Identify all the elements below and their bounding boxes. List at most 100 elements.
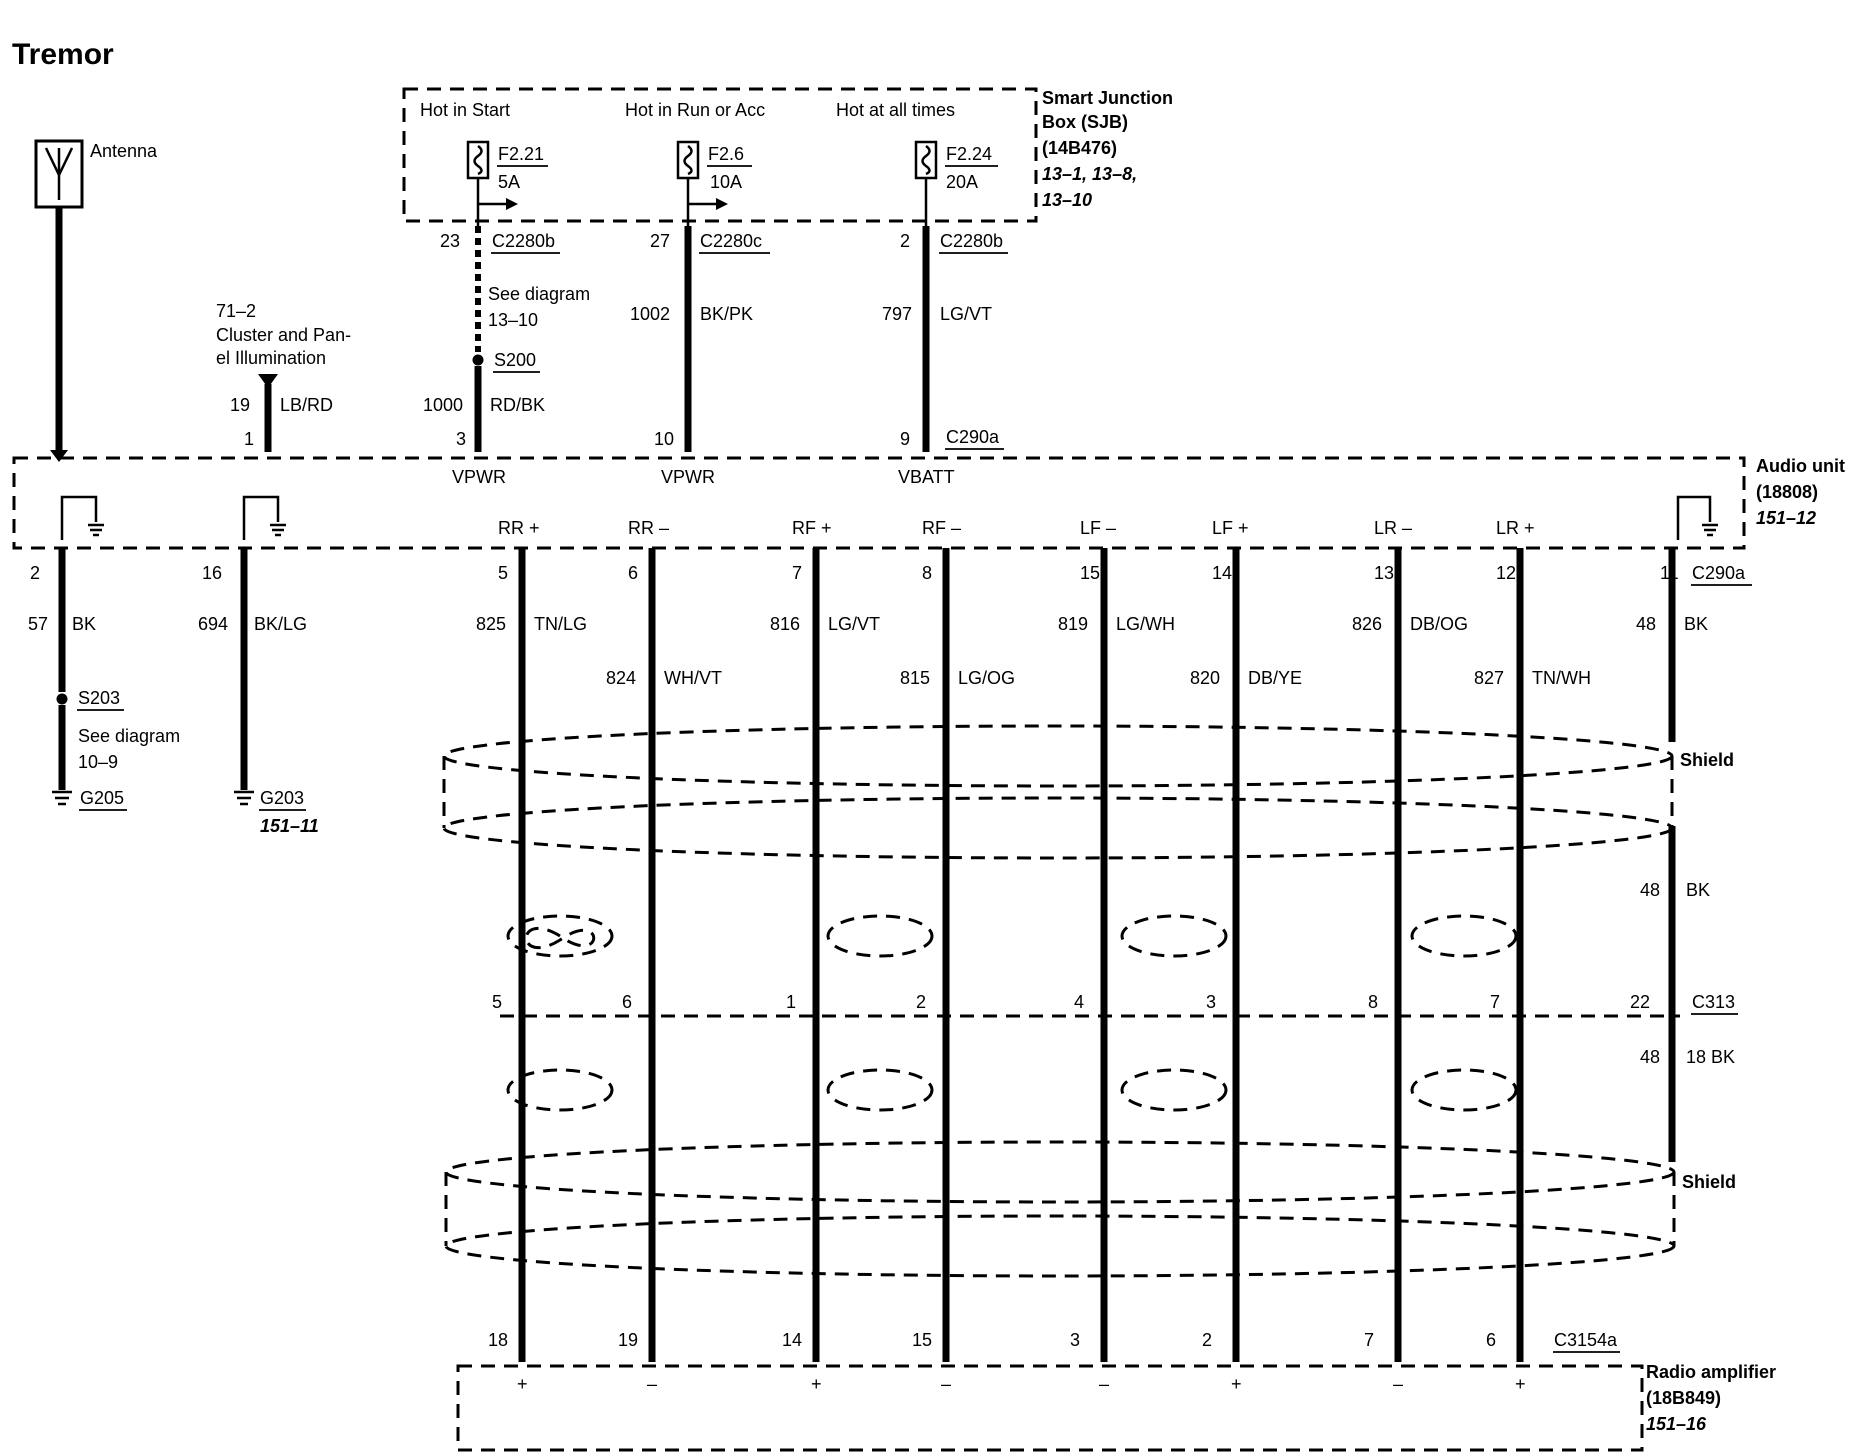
sjb-column-hot-at-all-times: Hot at all times F2.24 20A 2 C2280b: [836, 100, 1008, 254]
amp-polarity: –: [941, 1374, 951, 1394]
audio-pin-1: 1: [244, 429, 254, 449]
wire-1000-circuit: 1000: [423, 395, 463, 415]
wire-color: WH/VT: [664, 668, 722, 688]
audio-unit-ref: 151–12: [1756, 508, 1816, 528]
wire-circuit: 824: [606, 668, 636, 688]
c313-pin: 6: [622, 992, 632, 1012]
sjb-pin: 2: [900, 231, 910, 251]
amp-pin: 15: [912, 1330, 932, 1350]
wire-circuit: 826: [1352, 614, 1382, 634]
wire-1002-color: BK/PK: [700, 304, 753, 324]
twist-icon: [826, 914, 934, 958]
fuse-id: F2.6: [708, 144, 744, 164]
wire-circuit: 815: [900, 668, 930, 688]
c313-pin: 4: [1074, 992, 1084, 1012]
fuse-id: F2.21: [498, 144, 544, 164]
fuse-amps: 5A: [498, 172, 520, 192]
splice-s203-dot: [56, 693, 68, 705]
amp-polarity: –: [647, 1374, 657, 1394]
amp-pin: 3: [1070, 1330, 1080, 1350]
twist-icon: [524, 927, 596, 949]
audio-bottom-connector: C290a: [1692, 563, 1746, 583]
c313-pin: 5: [492, 992, 502, 1012]
wire-48-mid-circuit: 48: [1640, 880, 1660, 900]
wire-19-color: LB/RD: [280, 395, 333, 415]
shield-upper: Shield: [442, 724, 1734, 860]
amplifier-outline: [456, 1364, 1644, 1452]
sjb-ref-line-1: 13–1, 13–8,: [1042, 164, 1137, 184]
see-diagram-line-1: See diagram: [488, 284, 590, 304]
sjb-column-hot-in-start: Hot in Start F2.21 5A 23 C2280b: [420, 100, 560, 254]
sjb-connector: C2280b: [492, 231, 555, 251]
wire-color: LG/VT: [828, 614, 880, 634]
audio-pin-9: 9: [900, 429, 910, 449]
amp-polarity: +: [1515, 1374, 1526, 1394]
audio-pin: 14: [1212, 563, 1232, 583]
shield-upper-label: Shield: [1680, 750, 1734, 770]
audio-unit-label-line-1: Audio unit: [1756, 456, 1845, 476]
c313-pin: 7: [1490, 992, 1500, 1012]
wire-color: LG/OG: [958, 668, 1015, 688]
twisted-pairs: [506, 914, 1518, 1112]
c313-label: C313: [1692, 992, 1735, 1012]
amp-polarity: +: [517, 1374, 528, 1394]
wire-color: DB/YE: [1248, 668, 1302, 688]
audio-pin-11: 11: [1660, 563, 1679, 583]
audio-pin: 6: [628, 563, 638, 583]
audio-terminal-label: LR +: [1496, 518, 1535, 538]
audio-terminal-label: RR +: [498, 518, 540, 538]
amp-pin: 14: [782, 1330, 802, 1350]
sjb-pin: 27: [650, 231, 670, 251]
sjb-label-line-1: Smart Junction: [1042, 88, 1173, 108]
amp-pin: 7: [1364, 1330, 1374, 1350]
sjb-pin: 23: [440, 231, 460, 251]
sjb-label-line-3: (14B476): [1042, 138, 1117, 158]
wire-694-circuit: 694: [198, 614, 228, 634]
smart-junction-box: Smart Junction Box (SJB) (14B476) 13–1, …: [402, 87, 1173, 254]
antenna-arrow: [50, 450, 68, 462]
power-wires: See diagram 13–10 S200 1000 RD/BK 3 VPWR…: [216, 226, 1004, 487]
wire-797-circuit: 797: [882, 304, 912, 324]
twist-icon: [1120, 914, 1228, 958]
amp-pin: 6: [1486, 1330, 1496, 1350]
wire-1000-color: RD/BK: [490, 395, 545, 415]
terminal-vpwr-2: VPWR: [661, 467, 715, 487]
wire-circuit: 825: [476, 614, 506, 634]
wire-48-low-circuit: 48: [1640, 1047, 1660, 1067]
wire-circuit: 820: [1190, 668, 1220, 688]
see-diagram-10-9-line-1: See diagram: [78, 726, 180, 746]
wire-48-mid-color: BK: [1686, 880, 1710, 900]
amplifier-label-line-2: (18B849): [1646, 1388, 1721, 1408]
fuse-element: [473, 144, 483, 176]
audio-pin-10: 10: [654, 429, 674, 449]
amp-connector-label: C3154a: [1554, 1330, 1618, 1350]
audio-pin: 8: [922, 563, 932, 583]
antenna-label: Antenna: [90, 141, 158, 161]
shield-upper-bottom-ellipse: [442, 796, 1674, 860]
column-header: Hot in Run or Acc: [625, 100, 765, 120]
terminal-vbatt: VBATT: [898, 467, 955, 487]
audio-terminal-label: RR –: [628, 518, 669, 538]
wire-circuit: 816: [770, 614, 800, 634]
amp-polarity: –: [1099, 1374, 1109, 1394]
c313-pin: 1: [786, 992, 796, 1012]
wire-circuit: 827: [1474, 668, 1504, 688]
splice-s200-dot: [472, 354, 484, 366]
c313-pin: 8: [1368, 992, 1378, 1012]
twist-icon: [826, 1068, 934, 1112]
antenna-arm-left: [44, 147, 61, 176]
wire-57-color: BK: [72, 614, 96, 634]
terminal-vpwr-1: VPWR: [452, 467, 506, 487]
splice-s203-label: S203: [78, 688, 120, 708]
twist-icon: [506, 1068, 614, 1112]
ground-internal-left: [60, 495, 98, 540]
fuse-branch-arrow: [506, 198, 518, 210]
wire-color: LG/WH: [1116, 614, 1175, 634]
twist-icon: [1410, 914, 1518, 958]
wire-1002-circuit: 1002: [630, 304, 670, 324]
see-diagram-line-2: 13–10: [488, 310, 538, 330]
audio-terminal-label: LF –: [1080, 518, 1116, 538]
antenna: Antenna: [34, 139, 158, 462]
shield-lower-bottom-ellipse: [444, 1214, 1676, 1278]
audio-terminal-label: LR –: [1374, 518, 1412, 538]
